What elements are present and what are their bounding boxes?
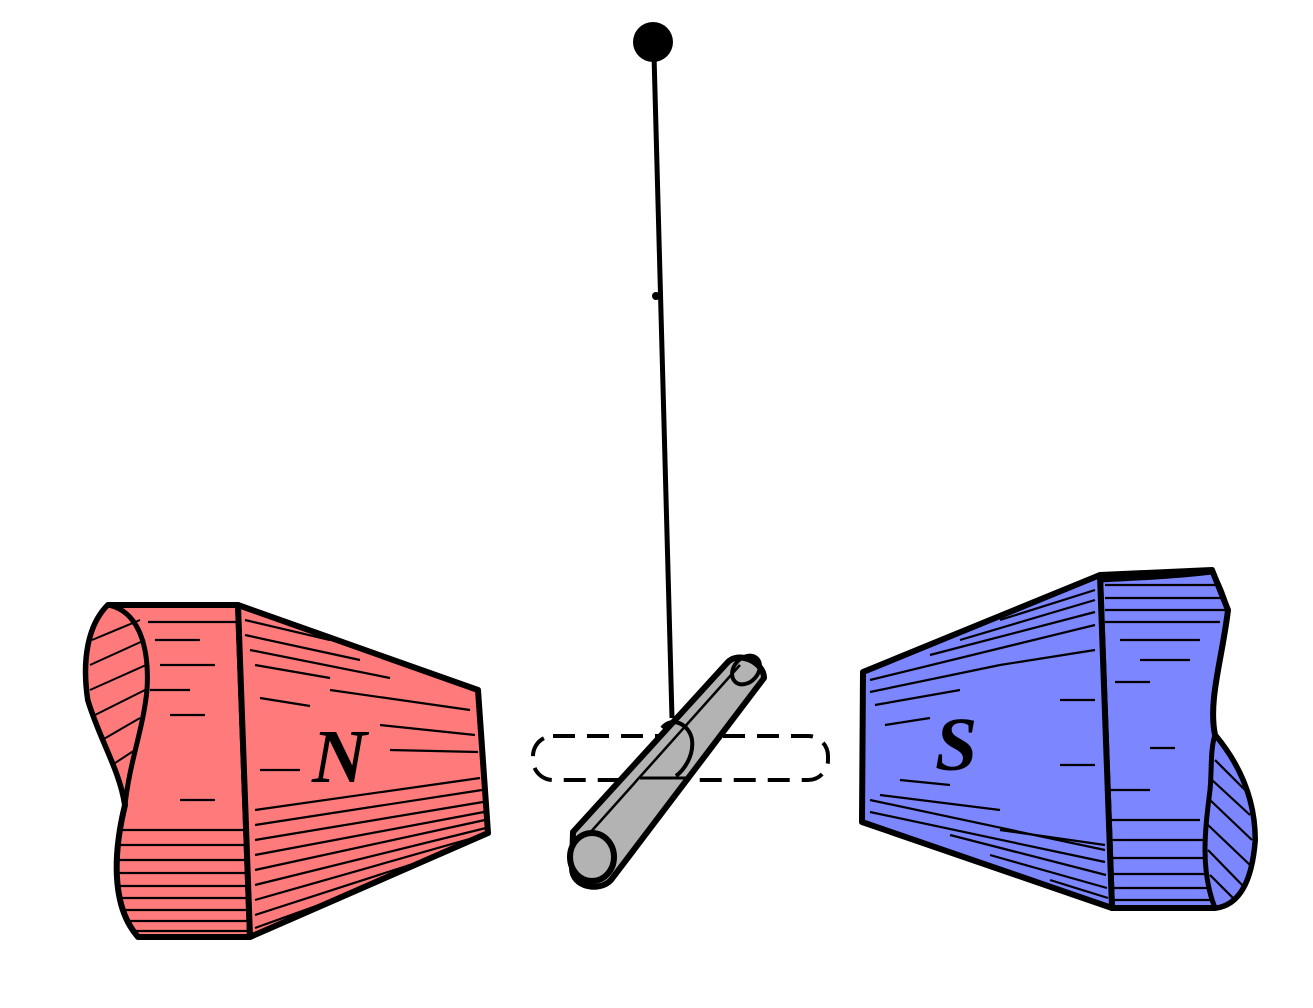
suspension-thread xyxy=(633,22,675,719)
suspended-rod xyxy=(567,653,767,890)
south-pole-hatching xyxy=(1105,583,1253,902)
south-pole-label: S xyxy=(935,703,977,787)
north-pole-face xyxy=(235,602,491,940)
north-pole-hatching xyxy=(118,620,248,933)
thread xyxy=(651,54,675,719)
rod-far-end xyxy=(730,653,762,687)
rod-near-end xyxy=(567,830,617,884)
south-pole-face xyxy=(859,572,1115,911)
rod-body xyxy=(569,654,767,890)
south-magnet-pole: S xyxy=(859,567,1258,911)
north-pole-label: N xyxy=(311,715,370,799)
pivot-bead xyxy=(633,22,673,62)
south-pole-cut-end xyxy=(1202,732,1258,911)
north-magnet-pole: N xyxy=(82,602,491,940)
